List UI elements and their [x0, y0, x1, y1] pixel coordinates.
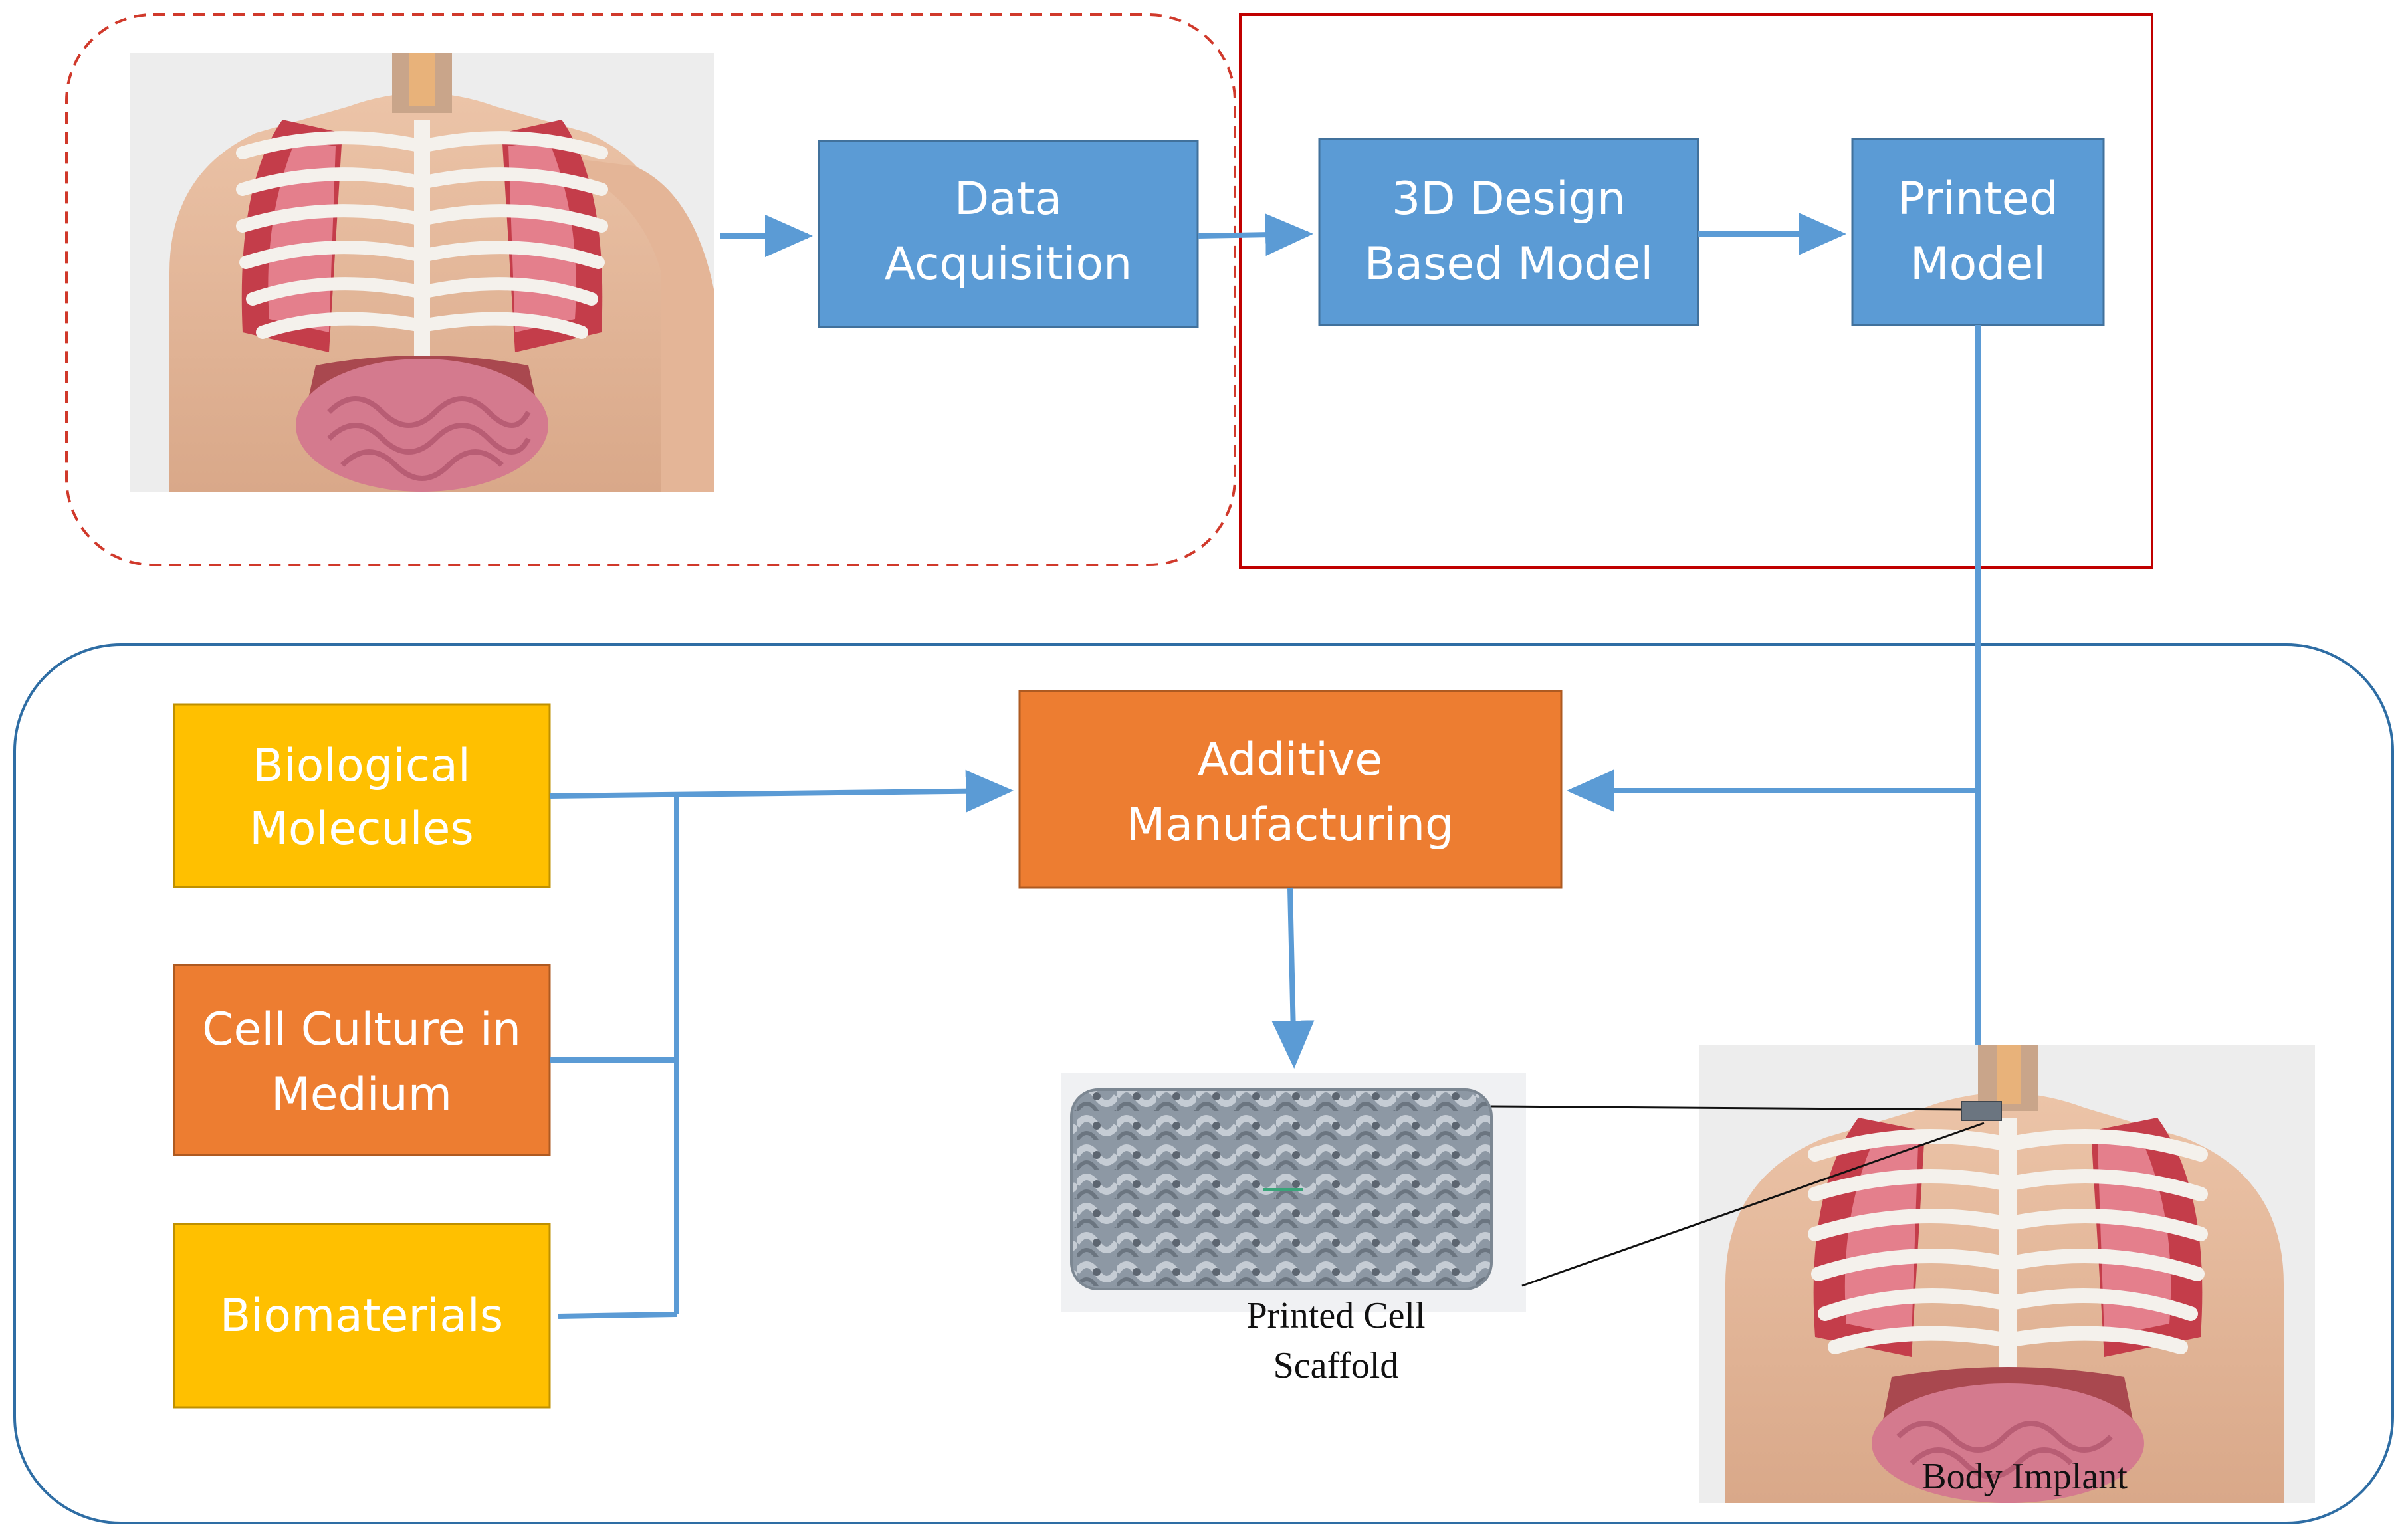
- arrow-molecules-to-manufacturing: [549, 769, 1014, 813]
- body-implant-image: [1699, 1045, 2315, 1503]
- torso-anatomy-image: [130, 53, 714, 492]
- printed-model-label-1: Printed: [1898, 173, 2058, 225]
- leader-line-top: [1491, 1105, 1962, 1111]
- cell-culture-label-1: Cell Culture in: [202, 1003, 521, 1056]
- 3d-design-model-box: 3D Design Based Model: [1318, 138, 1699, 326]
- scaffold-caption-line-2: Scaffold: [1273, 1345, 1399, 1386]
- scaffold-caption-line-1: Printed Cell: [1246, 1295, 1425, 1336]
- 3d-design-label-1: 3D Design: [1392, 173, 1626, 225]
- printed-model-label-2: Model: [1910, 238, 2046, 290]
- printed-model-box: Printed Model: [1851, 138, 2105, 326]
- biological-molecules-box: Biological Molecules: [173, 703, 551, 888]
- data-acquisition-box: Data Acquisition: [818, 140, 1199, 328]
- biomaterials-label: Biomaterials: [220, 1290, 503, 1342]
- cell-scaffold-image: [1061, 1073, 1526, 1312]
- biological-molecules-label-2: Molecules: [249, 803, 474, 855]
- data-acquisition-label-1: Data: [954, 173, 1062, 225]
- additive-manufacturing-label-2: Manufacturing: [1127, 799, 1454, 851]
- body-implant-caption: Body Implant: [1921, 1456, 2128, 1497]
- 3d-design-label-2: Based Model: [1365, 238, 1654, 290]
- cell-culture-box: Cell Culture in Medium: [173, 964, 551, 1156]
- bioprinting-frame: [13, 643, 2394, 1524]
- cell-culture-label-2: Medium: [271, 1069, 452, 1121]
- arrow-acquisition-to-design: [1197, 213, 1313, 256]
- data-acquisition-label-2: Acquisition: [885, 238, 1132, 290]
- design-printing-frame: [1239, 13, 2153, 569]
- connector-biomaterials: [558, 1312, 677, 1319]
- biomaterials-box: Biomaterials: [173, 1223, 551, 1409]
- data-acquisition-dashed-frame: [65, 13, 1236, 566]
- additive-manufacturing-box: Additive Manufacturing: [1018, 690, 1563, 889]
- arrow-manufacturing-to-scaffold: [1271, 887, 1315, 1069]
- biological-molecules-label-1: Biological: [253, 740, 471, 792]
- leader-line-bottom: [1521, 1122, 1985, 1287]
- implant-marker: [1961, 1101, 2002, 1121]
- additive-manufacturing-label-1: Additive: [1198, 734, 1382, 786]
